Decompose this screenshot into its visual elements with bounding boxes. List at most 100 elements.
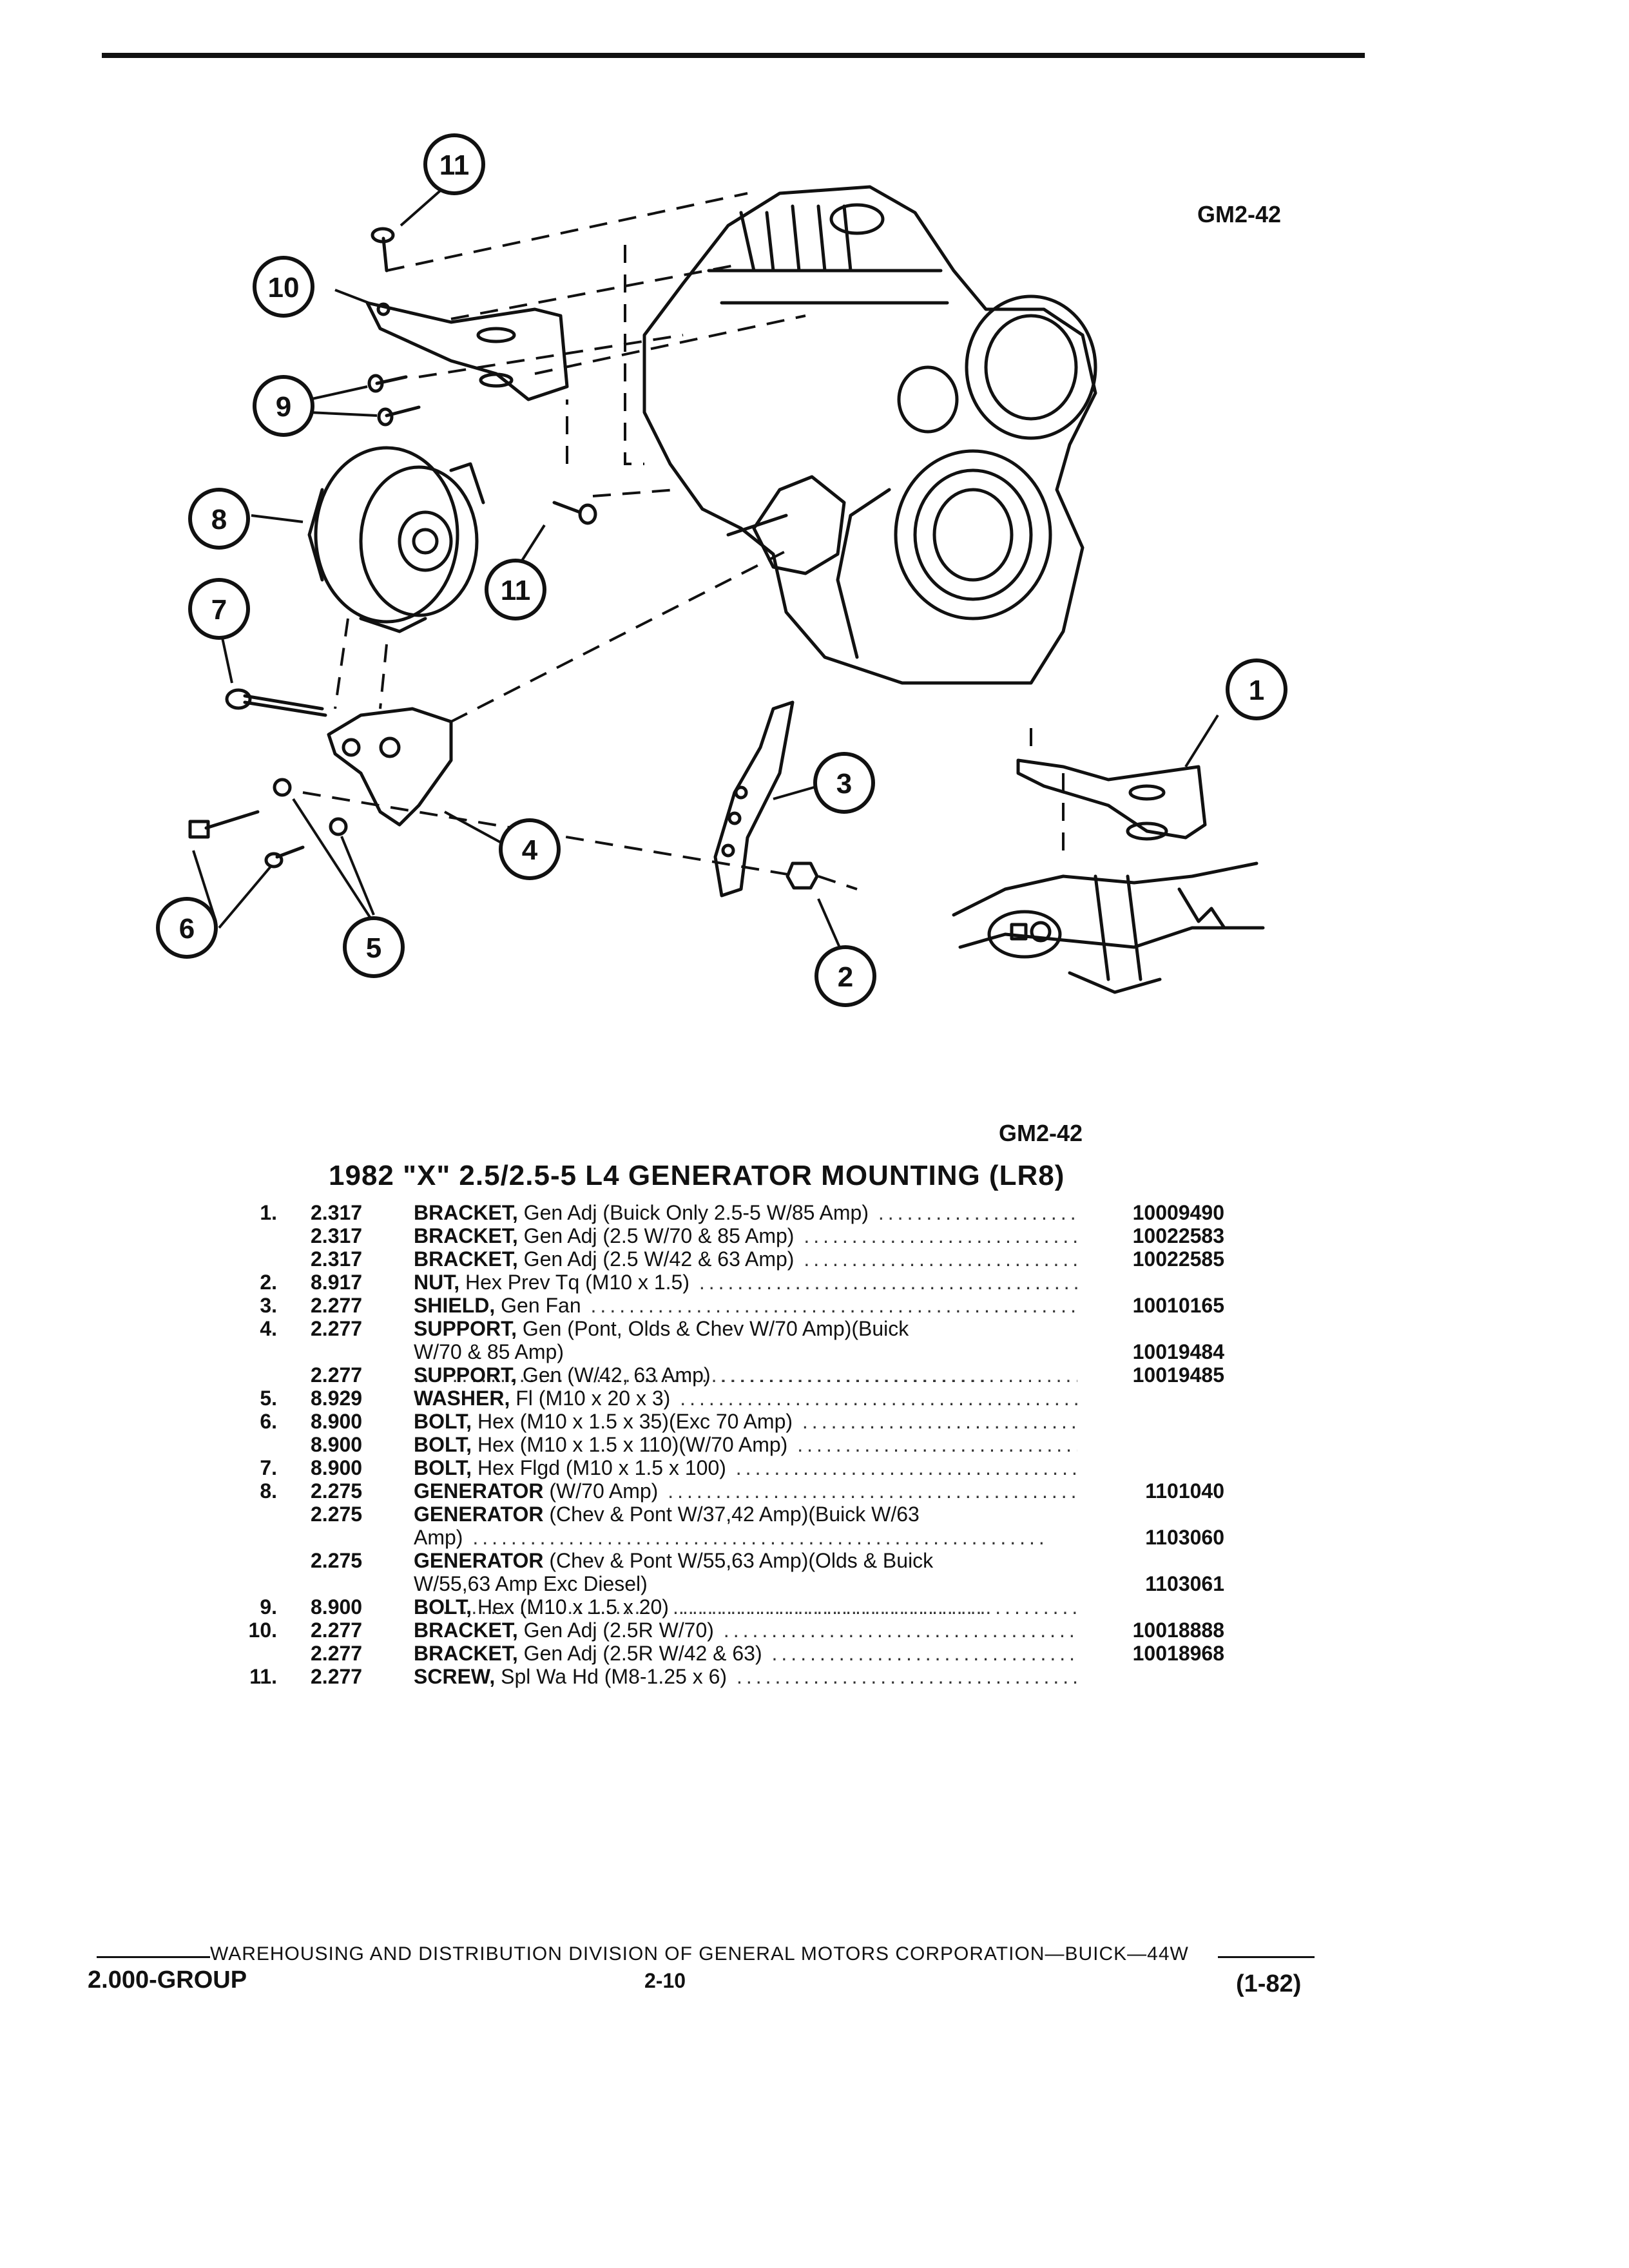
part-name: NUT, [414,1271,460,1294]
callout-label: 7 [211,594,227,626]
leader-dots: ........................................… [678,1595,1077,1619]
callout-label: 1 [1249,675,1264,706]
screw-11-mid [552,501,582,514]
part-spec-continued: Amp) [414,1526,463,1549]
part-name: BOLT, [414,1410,472,1433]
footer-rule-right [1218,1956,1315,1958]
part-spec: Hex (M10 x 1.5 x 110)(W/70 Amp) [477,1433,788,1456]
item-number: 3. [260,1294,277,1317]
callout-label: 4 [522,834,538,866]
part-name: BRACKET, [414,1642,518,1665]
leader-dots: ........................................… [723,1619,1077,1642]
part-name: BOLT, [414,1595,472,1619]
nut-2 [786,861,819,890]
leader-dots: ........................................… [590,1294,1077,1317]
callout-7 [188,578,250,640]
part-name: BRACKET, [414,1201,518,1224]
part-name: GENERATOR [414,1479,544,1503]
callout-label: 11 [439,149,470,181]
generator [314,446,459,624]
group-number: 2.277 [311,1619,363,1642]
group-number: 2.277 [311,1665,363,1688]
part-name: BOLT, [414,1433,472,1456]
callout-4 [499,818,561,880]
part-name: BRACKET, [414,1619,518,1642]
part-spec: Gen Adj (2.5 W/70 & 85 Amp) [523,1224,795,1247]
bolt-6-upper [204,810,260,830]
part-description: BOLT, Hex Flgd (M10 x 1.5 x 100) .......… [414,1456,1077,1479]
group-number: 2.277 [311,1294,363,1317]
part-description: BRACKET, Gen Adj (Buick Only 2.5-5 W/85 … [414,1201,1077,1224]
part-spec: (Chev & Pont W/37,42 Amp)(Buick W/63 [549,1503,920,1526]
shield-3 [713,700,795,898]
group-number: 2.277 [311,1363,363,1387]
part-name: SCREW, [414,1665,496,1688]
bolt-7 [243,700,327,717]
part-number: 10018968 [1132,1642,1224,1665]
leader-dots: ........................................… [414,1595,990,1619]
callout-label: 3 [836,768,852,800]
callout-label: 8 [211,504,227,535]
item-number: 11. [249,1665,277,1688]
callout-9 [253,375,314,437]
support-4 [327,707,453,827]
part-spec: Gen (Pont, Olds & Chev W/70 Amp)(Buick [522,1317,909,1340]
callout-6 [156,897,218,959]
part-spec: Gen Fan [501,1294,581,1317]
part-description: SUPPORT, Gen (Pont, Olds & Chev W/70 Amp… [414,1317,1077,1387]
item-number: 9. [260,1595,277,1619]
figure-code-bottom: GM2-42 [999,1120,1083,1146]
leader-dots: ........................................… [797,1433,1077,1456]
part-name: BRACKET, [414,1247,518,1271]
part-number: 10019484 [1132,1340,1224,1363]
callout-3 [813,752,875,814]
part-spec: Gen Adj (2.5R W/42 & 63) [523,1642,762,1665]
part-spec: Gen (W/42, 63 Amp) [522,1363,711,1387]
item-number: 2. [260,1271,277,1294]
generator-mounting-diagram: 11 10 9 8 11 7 1 3 4 6 5 2 [156,133,1287,1007]
leader-dots: ........................................… [414,1363,990,1387]
part-name: GENERATOR [414,1549,544,1572]
callout-label: 10 [268,272,300,303]
leader-dots: ........................................… [804,1224,1077,1247]
leader-dots: ........................................… [680,1387,1077,1410]
leader-dots: ........................................… [771,1642,1077,1665]
callout-label: 5 [366,932,381,964]
part-description: SHIELD, Gen Fan ........................… [414,1294,1077,1317]
part-description: BRACKET, Gen Adj (2.5 W/70 & 85 Amp) ...… [414,1224,1077,1247]
group-number: 2.275 [311,1479,363,1503]
callout-10 [253,256,314,318]
part-description: GENERATOR (Chev & Pont W/37,42 Amp)(Buic… [414,1503,1077,1549]
group-number: 8.900 [311,1456,363,1479]
bolt-6-lower [275,845,305,859]
part-spec-continued: W/55,63 Amp Exc Diesel) [414,1572,648,1595]
part-number: 10018888 [1132,1619,1224,1642]
group-number: 2.277 [311,1317,363,1340]
item-number: 10. [248,1619,277,1642]
part-description: NUT, Hex Prev Tq (M10 x 1.5) ...........… [414,1271,1077,1294]
part-description: GENERATOR (Chev & Pont W/55,63 Amp)(Olds… [414,1549,1077,1619]
part-name: SUPPORT, [414,1317,517,1340]
leader-dots: ........................................… [735,1456,1077,1479]
group-number: 8.900 [311,1410,363,1433]
leader-dots: ........................................… [736,1665,1077,1688]
part-spec: Hex Flgd (M10 x 1.5 x 100) [477,1456,726,1479]
part-spec: (W/70 Amp) [549,1479,659,1503]
callout-label: 9 [276,391,291,423]
part-spec-continued: W/70 & 85 Amp) [414,1340,564,1363]
part-description: BOLT, Hex (M10 x 1.5 x 35)(Exc 70 Amp) .… [414,1410,1077,1433]
part-number: 1103060 [1145,1526,1224,1549]
screw-11-top [381,236,389,273]
group-number: 8.917 [311,1271,363,1294]
part-number: 10010165 [1132,1294,1224,1317]
group-number: 2.317 [311,1224,363,1247]
